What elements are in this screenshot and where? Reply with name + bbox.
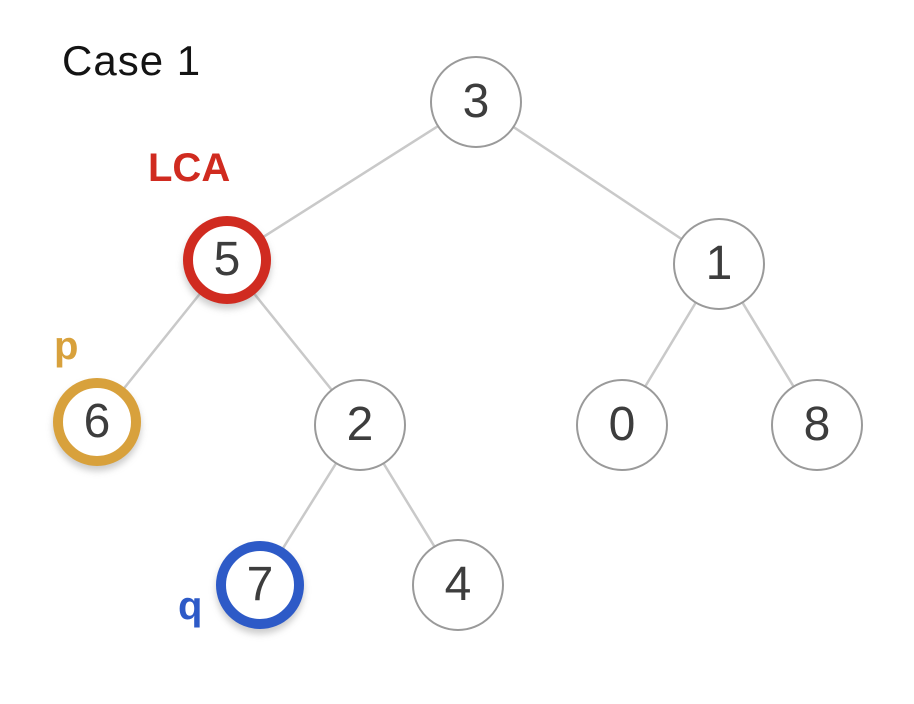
tree-node-5-lca: 5 [183,216,271,304]
tree-node-8: 8 [771,379,863,471]
tree-node-6-p: 6 [53,378,141,466]
node-1-value: 1 [705,237,733,290]
node-8-value: 8 [803,398,831,451]
q-label: q [178,584,203,628]
tree-node-7-q: 7 [216,541,304,629]
case-title: Case 1 [62,37,202,84]
tree-node-3-root: 3 [430,56,522,148]
p-label: p [54,324,79,368]
tree-node-0: 0 [576,379,668,471]
node-2-value: 2 [346,398,374,451]
tree-node-4: 4 [412,539,504,631]
tree-node-2: 2 [314,379,406,471]
node-5-value: 5 [213,233,241,286]
edge-3-1 [475,100,720,266]
node-0-value: 0 [608,398,636,451]
tree-node-1: 1 [673,218,765,310]
lca-label: LCA [148,146,231,190]
node-7-value: 7 [246,558,274,611]
node-6-value: 6 [83,395,111,448]
edge-3-5 [226,100,477,262]
node-4-value: 4 [444,558,472,611]
node-3-value: 3 [462,75,490,128]
